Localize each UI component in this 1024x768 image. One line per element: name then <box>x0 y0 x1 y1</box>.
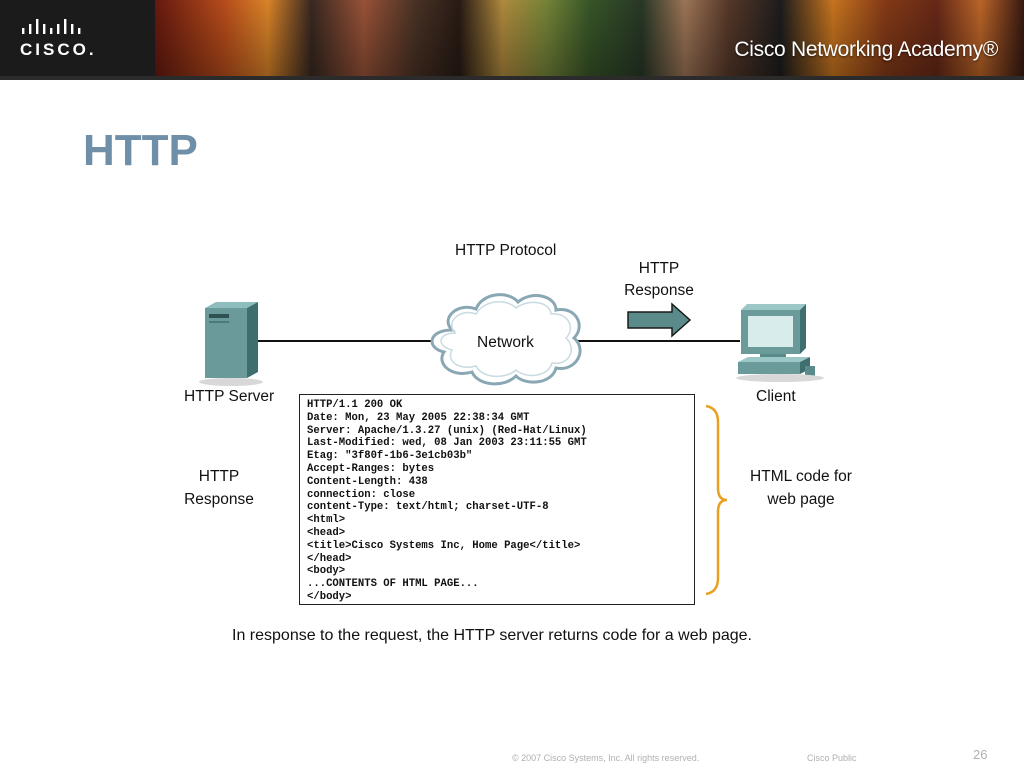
http-response-side-label-line2: Response <box>184 491 254 508</box>
academy-title: Cisco Networking Academy® <box>734 38 998 61</box>
http-response-arrow-label-line2: Response <box>624 282 694 299</box>
code-line: Last-Modified: wed, 08 Jan 2003 23:11:55… <box>307 437 587 450</box>
http-response-arrow-label: HTTP Response <box>620 258 698 302</box>
code-line: Date: Mon, 23 May 2005 22:38:34 GMT <box>307 411 530 424</box>
code-line: content-Type: text/html; charset-UTF-8 <box>307 501 549 514</box>
slide-title: HTTP <box>83 126 198 175</box>
cisco-bars-icon <box>22 19 81 34</box>
cisco-logo: CISCO. <box>0 0 155 78</box>
client-label: Client <box>756 388 796 405</box>
http-response-arrow-label-line1: HTTP <box>638 260 680 277</box>
http-response-code-box: HTTP/1.1 200 OK Date: Mon, 23 May 2005 2… <box>299 394 695 605</box>
cisco-wordmark: CISCO. <box>20 40 97 59</box>
response-arrow-icon <box>627 302 692 338</box>
http-response-side-label: HTTP Response <box>176 465 262 511</box>
http-response-side-label-line1: HTTP <box>198 468 240 485</box>
code-line: Accept-Ranges: bytes <box>307 462 435 475</box>
footer-classification: Cisco Public <box>807 753 857 763</box>
header-photo-strip <box>155 0 1024 78</box>
code-line: ...CONTENTS OF HTML PAGE... <box>307 578 479 591</box>
code-line: <body> <box>307 565 346 578</box>
server-icon <box>199 302 263 386</box>
network-label: Network <box>477 334 534 351</box>
header-rule <box>0 76 1024 80</box>
code-line: Content-Length: 438 <box>307 475 428 488</box>
html-code-label: HTML code for web page <box>742 465 860 511</box>
diagram-caption: In response to the request, the HTTP ser… <box>232 627 752 644</box>
code-line: Etag: "3f80f-1b6-3e1cb03b" <box>307 450 473 463</box>
code-line: <title>Cisco Systems Inc, Home Page</tit… <box>307 539 581 552</box>
code-line: <head> <box>307 526 346 539</box>
page-number: 26 <box>973 747 988 762</box>
footer-copyright: © 2007 Cisco Systems, Inc. All rights re… <box>512 753 700 763</box>
code-line: connection: close <box>307 488 416 501</box>
header-banner: CISCO. Cisco Networking Academy® <box>0 0 1024 80</box>
html-code-label-line1: HTML code for <box>750 468 852 485</box>
code-line: <html> <box>307 514 346 527</box>
http-protocol-label: HTTP Protocol <box>455 242 557 259</box>
html-code-bracket <box>705 404 728 596</box>
client-computer-icon <box>736 304 824 382</box>
code-line: Server: Apache/1.3.27 (unix) (Red-Hat/Li… <box>307 424 587 437</box>
code-line: </body> <box>307 590 352 603</box>
code-line: HTTP/1.1 200 OK <box>307 399 403 411</box>
html-code-label-line2: web page <box>767 491 835 508</box>
http-server-label: HTTP Server <box>184 388 275 405</box>
code-line: </head> <box>307 552 352 565</box>
network-cloud-icon <box>430 293 582 386</box>
